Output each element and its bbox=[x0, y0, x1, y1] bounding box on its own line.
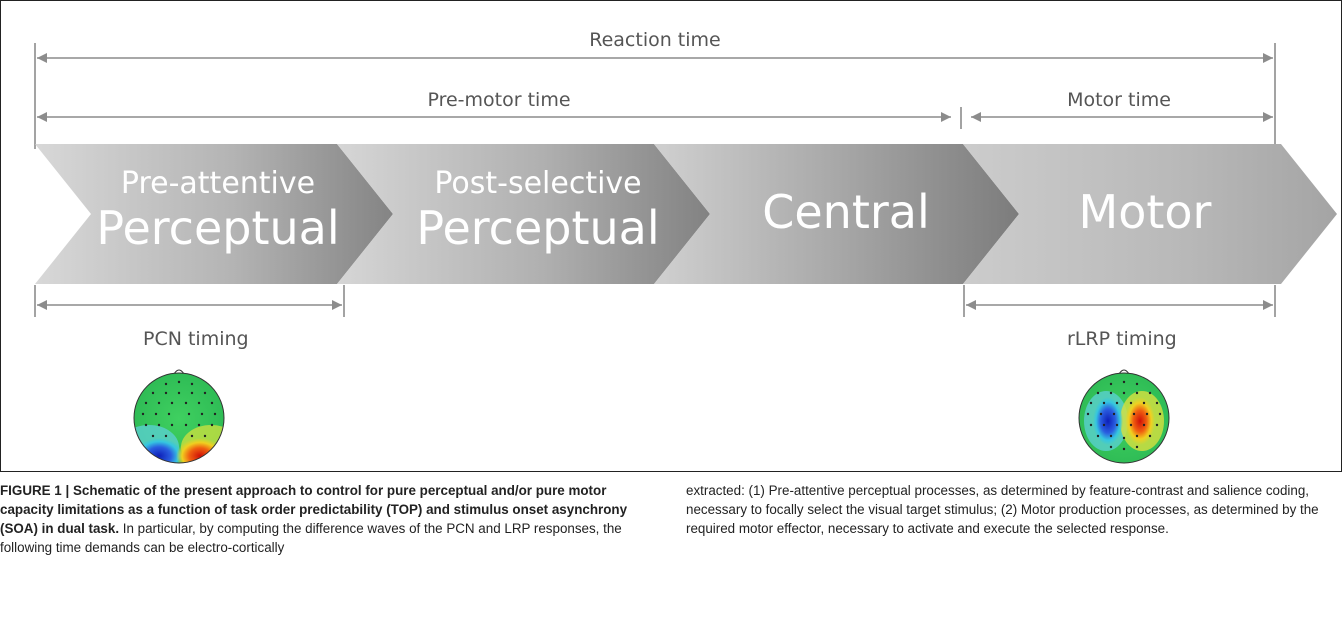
stage-arrow-central bbox=[654, 144, 1019, 284]
figure-caption-body-right: extracted: (1) Pre-attentive perceptual … bbox=[686, 483, 1319, 536]
stage-label-line1: Pre-attentive bbox=[120, 166, 316, 201]
figure-caption-right: extracted: (1) Pre-attentive perceptual … bbox=[686, 481, 1338, 538]
figure-caption-body-left: In particular, by computing the differen… bbox=[0, 521, 622, 555]
premotor-motor-bracket bbox=[37, 107, 1273, 129]
rlrp-timing-label: rLRP timing bbox=[1067, 328, 1177, 350]
stage-diagram bbox=[34, 43, 1337, 464]
stage-label-line2: Perceptual bbox=[416, 201, 660, 255]
stage-label-postselective: Post-selective Perceptual bbox=[416, 166, 660, 255]
premotor-time-label: Pre-motor time bbox=[427, 89, 571, 111]
pcn-timing-label: PCN timing bbox=[143, 328, 249, 350]
pcn-topography-map bbox=[133, 369, 225, 464]
stage-label-motor: Motor bbox=[1079, 189, 1212, 235]
reaction-time-label: Reaction time bbox=[589, 29, 721, 51]
reaction-time-bracket bbox=[34, 43, 1276, 149]
pcn-timing-bracket bbox=[34, 285, 345, 317]
rlrp-timing-bracket bbox=[963, 285, 1276, 317]
stage-label-line2: Central bbox=[762, 185, 930, 239]
stage-arrow-postselective bbox=[337, 144, 710, 284]
rlrp-topography-map bbox=[1078, 369, 1170, 464]
stage-arrow-preattentive bbox=[35, 144, 393, 284]
stage-arrows bbox=[35, 144, 1337, 284]
stage-label-line1: Post-selective bbox=[434, 166, 642, 201]
stage-label-line2: Motor bbox=[1078, 185, 1212, 239]
stage-label-preattentive: Pre-attentive Perceptual bbox=[96, 166, 340, 255]
stage-label-central: Central bbox=[762, 189, 930, 235]
figure-caption-left: FIGURE 1 | Schematic of the present appr… bbox=[0, 481, 650, 557]
figure-caption-label: FIGURE 1 | Schematic of the present appr… bbox=[0, 483, 628, 536]
stage-arrow-motor bbox=[963, 144, 1337, 284]
figure-panel: Reaction time Pre-motor time Motor time … bbox=[0, 0, 1342, 472]
motor-time-label: Motor time bbox=[1067, 89, 1171, 111]
stage-label-line2: Perceptual bbox=[96, 201, 340, 255]
